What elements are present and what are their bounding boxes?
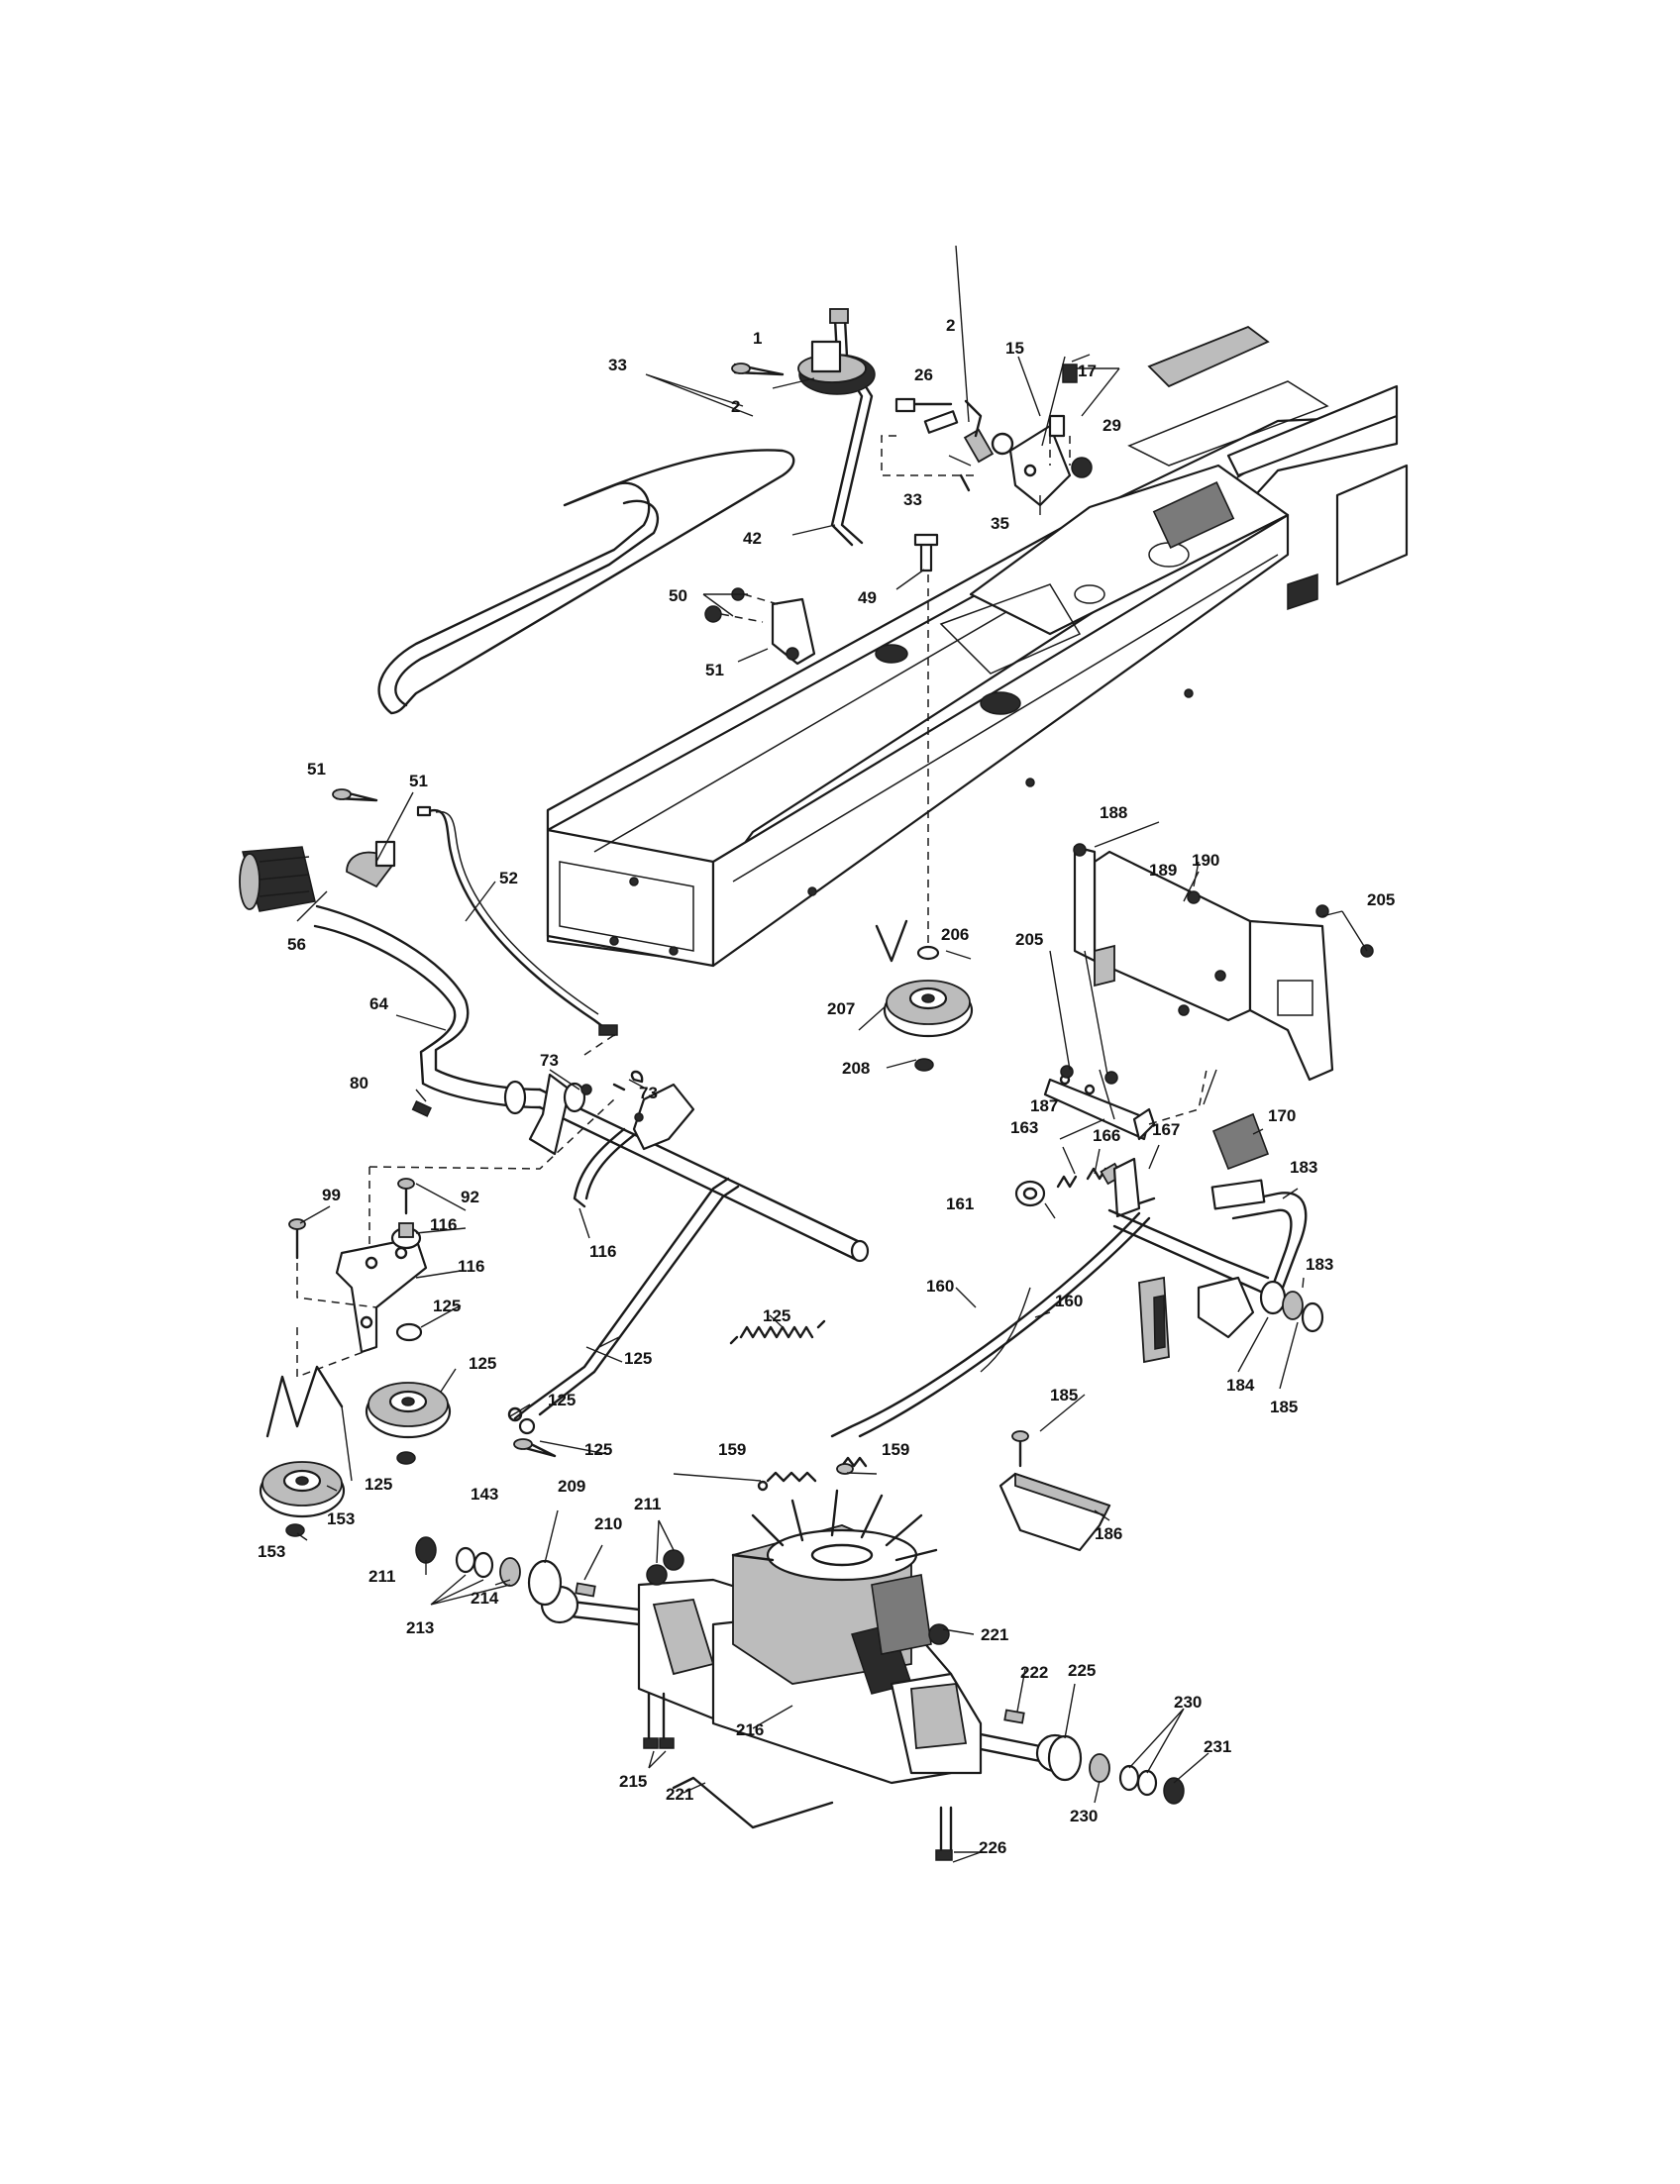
label-56: 33 [608, 356, 627, 374]
knob-top [731, 340, 876, 395]
label-51c: 208 [842, 1059, 871, 1078]
leader-lines [296, 245, 1368, 1863]
label-99: 221 [666, 1785, 694, 1804]
pulley-231 [875, 919, 974, 1072]
label-51: 143 [471, 1485, 499, 1504]
idler-bracket [288, 1178, 428, 1379]
label-160: 33 [903, 490, 922, 509]
label-125g: 205 [1015, 930, 1044, 949]
label-216: 51 [705, 661, 724, 679]
label-143: 50 [669, 586, 687, 605]
label-125: 17 [1078, 362, 1097, 380]
label-185b: 92 [461, 1188, 479, 1206]
label-215: 160 [1055, 1292, 1084, 1310]
label-51b: 153 [258, 1542, 286, 1561]
label-206: 15 [1005, 339, 1024, 358]
transaxle [540, 1489, 1075, 1861]
label-211: 161 [946, 1195, 975, 1213]
rod-29 [507, 1177, 740, 1435]
label-2: 210 [594, 1514, 623, 1533]
label-170: 206 [941, 925, 970, 944]
label-205: 213 [406, 1618, 435, 1637]
pulley-52 [259, 1365, 346, 1537]
label-17: 159 [718, 1440, 747, 1459]
label-42: 56 [287, 935, 306, 954]
label-35: 52 [499, 869, 518, 887]
spring-161 [729, 1319, 826, 1345]
label-231: 207 [827, 999, 856, 1018]
label-167: 73 [540, 1051, 559, 1070]
label-73: 215 [619, 1772, 648, 1791]
label-116c: 221 [981, 1625, 1009, 1644]
label-188: 116 [589, 1242, 617, 1261]
label-160b: 73 [639, 1084, 658, 1102]
label-190: 125 [365, 1475, 393, 1494]
label-221b: 51 [307, 760, 326, 779]
label-15: 125 [548, 1391, 577, 1409]
drive-belt [377, 449, 795, 715]
label-214: 170 [1268, 1106, 1297, 1125]
label-208: 166 [1093, 1126, 1121, 1145]
label-161: 125 [763, 1306, 791, 1325]
label-183b: 225 [1068, 1661, 1097, 1680]
small-parts [513, 1430, 1111, 1552]
label-189: 116 [458, 1257, 485, 1276]
label-116: 29 [1102, 416, 1121, 435]
label-49: 99 [322, 1186, 341, 1204]
label-116b: 211 [634, 1495, 662, 1513]
washers-right [1003, 1709, 1185, 1805]
frame-chassis [546, 325, 1409, 968]
cable-35 [416, 805, 618, 1037]
label-230b: 230 [1070, 1807, 1099, 1825]
grip-and-knob-left [239, 788, 396, 912]
label-1: 216 [736, 1720, 765, 1739]
label-2b: 222 [1020, 1663, 1049, 1682]
bracket-216 [704, 587, 816, 666]
label-125b: 167 [1152, 1120, 1181, 1139]
label-153: 163 [1010, 1118, 1039, 1137]
label-33b: 231 [1204, 1737, 1232, 1756]
label-125e: 190 [1192, 851, 1220, 870]
label-209: 42 [743, 529, 762, 548]
label-185: 49 [858, 588, 877, 607]
label-210: 183 [1290, 1158, 1318, 1177]
label-207: 2 [946, 316, 956, 335]
label-163: 160 [926, 1277, 955, 1296]
brake-bracket-80 [1043, 843, 1374, 1141]
label-225: 186 [1095, 1524, 1123, 1543]
label-125f: 205 [1367, 890, 1396, 909]
label-33: 211 [368, 1567, 396, 1586]
label-166: 185 [1270, 1398, 1299, 1416]
label-205b: 230 [1174, 1693, 1203, 1712]
label-50: 125 [469, 1354, 497, 1373]
label-226: 187 [1030, 1096, 1059, 1115]
label-125c: 185 [1050, 1386, 1079, 1404]
washers-left [415, 1536, 596, 1607]
label-230: 214 [471, 1589, 499, 1608]
label-159: 80 [350, 1074, 368, 1092]
pulley-50 [365, 1382, 452, 1465]
label-159b: 125 [584, 1440, 613, 1459]
label-64: 64 [369, 994, 388, 1013]
label-187: 125 [433, 1297, 462, 1315]
label-186: 116 [430, 1215, 458, 1234]
label-29: 125 [624, 1349, 653, 1368]
label-80: 189 [1149, 861, 1178, 880]
label-213: 2 [731, 397, 741, 416]
label-52: 153 [327, 1509, 356, 1528]
lever-64 [313, 904, 870, 1317]
label-125d: 188 [1100, 803, 1128, 822]
label-222: 183 [1306, 1255, 1334, 1274]
label-211b: 184 [1226, 1376, 1255, 1395]
label-73b: 226 [979, 1838, 1007, 1857]
label-183: 209 [558, 1477, 586, 1496]
label-184: 51 [409, 772, 428, 790]
label-153b: 159 [882, 1440, 910, 1459]
label-26: 35 [991, 514, 1009, 533]
brake-pedal-assembly [830, 1112, 1324, 1438]
label-221: 1 [753, 329, 763, 348]
label-92: 26 [914, 365, 933, 384]
